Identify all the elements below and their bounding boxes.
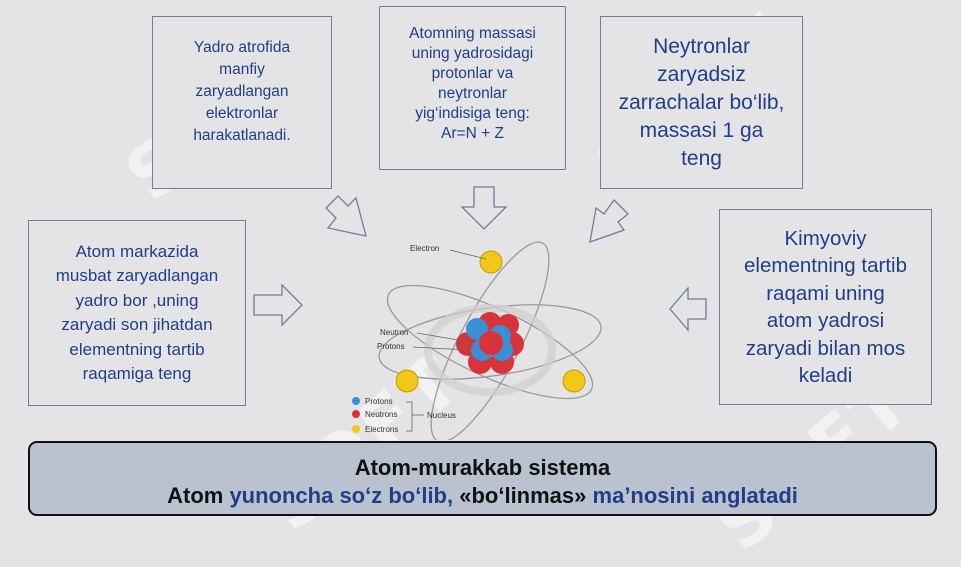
box-left: Atom markazida musbat zaryadlangan yadro… [28,220,246,406]
arrow-down-icon [460,186,508,230]
label-electron: Electron [410,244,439,253]
legend-protons: Protons [365,397,393,406]
box-right-text: Kimyoviy elementning tartib raqami uning… [744,226,907,388]
box-left-text: Atom markazida musbat zaryadlangan yadro… [55,241,219,384]
banner-subtitle-part3: «bo‘linmas» [459,483,593,508]
electron-left [395,369,419,393]
electron-right [562,369,586,393]
arrow-right-icon [253,283,303,327]
box-top-center-text: Atomning massasi uning yadrosidagi proto… [409,25,536,142]
box-top-left: Yadro atrofida manfiy zaryadlangan elekt… [152,16,332,189]
label-protons: Protons [377,342,405,351]
box-top-right-text: Neytronlar zaryadsiz zarrachalar bo‘lib,… [618,34,785,170]
box-right: Kimyoviy elementning tartib raqami uning… [719,209,932,405]
label-neutron: Neutron [380,328,408,337]
box-top-center: Atomning massasi uning yadrosidagi proto… [379,6,566,170]
arrow-down-left-icon [589,198,629,243]
summary-banner: Atom-murakkab sistema Atom yunoncha so‘z… [28,441,937,516]
box-top-left-text: Yadro atrofida manfiy zaryadlangan elekt… [193,39,291,144]
banner-title: Atom-murakkab sistema [354,455,611,480]
banner-subtitle: Atom yunoncha so‘z bo‘lib, «bo‘linmas» m… [30,481,935,511]
box-top-right: Neytronlar zaryadsiz zarrachalar bo‘lib,… [600,16,803,189]
legend-nucleus: Nucleus [427,411,456,420]
nucleus [456,312,524,374]
orbit-shadow [424,304,556,396]
electron-top [479,250,503,274]
arrow-left-icon [669,286,707,332]
arrow-down-right-icon [325,195,367,237]
legend-electrons: Electrons [365,425,398,434]
banner-subtitle-part2: yunoncha so‘z bo‘lib, [229,483,460,508]
banner-subtitle-part1: Atom [167,483,230,508]
atom-diagram: Electron Neutron Protons Protons Neutron… [352,241,602,440]
banner-subtitle-part4: ma’nosini anglatadi [592,483,798,508]
legend-neutrons: Neutrons [365,410,397,419]
